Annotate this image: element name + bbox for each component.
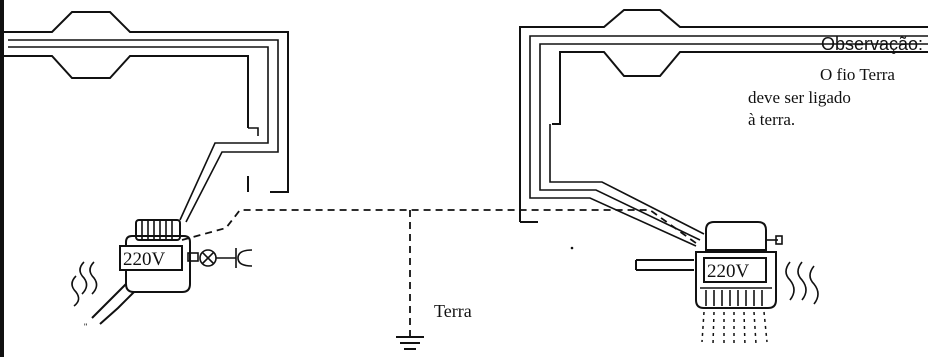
note-line-3: à terra.: [748, 110, 795, 129]
left-heater-voltage-label: 220V: [123, 249, 166, 270]
note-line-1: O fio Terra: [820, 65, 895, 84]
ground-wire: [181, 209, 701, 336]
right-shower-heater: 220V: [635, 221, 819, 347]
note-block: Observação: O fio Terra deve ser ligado …: [748, 34, 923, 129]
note-title: Observação:: [821, 34, 923, 54]
left-shower-heater: 220V ": [71, 219, 253, 332]
right-conduit: [519, 9, 928, 247]
svg-text:": ": [84, 322, 87, 332]
ground-icon: [396, 336, 424, 350]
note-line-2: deve ser ligado: [748, 88, 851, 107]
left-conduit: [2, 11, 289, 223]
right-heater-voltage-label: 220V: [707, 261, 750, 282]
ground-label: Terra: [434, 301, 472, 321]
